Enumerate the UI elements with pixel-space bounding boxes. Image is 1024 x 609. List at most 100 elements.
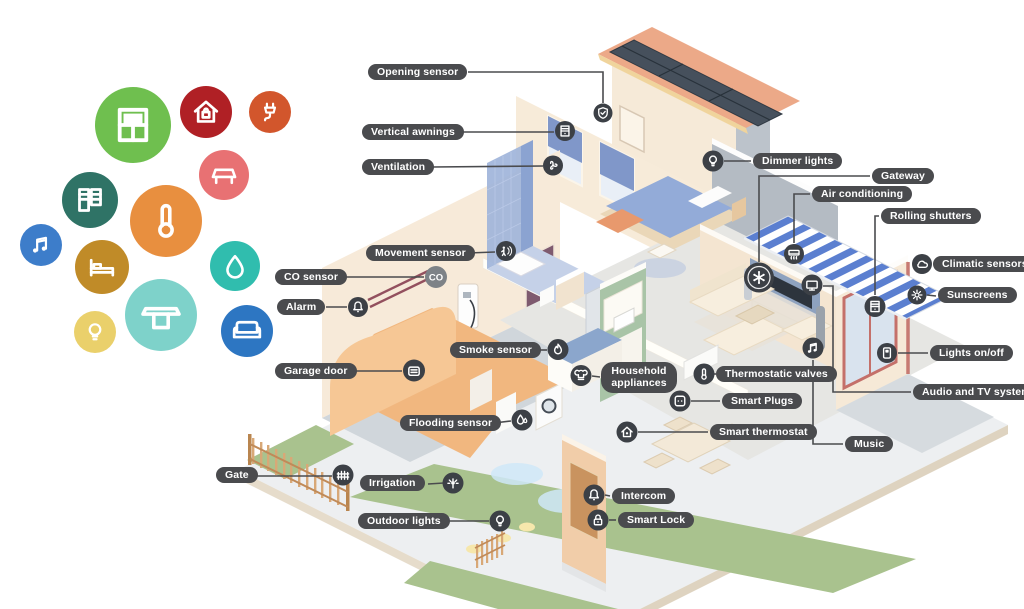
connector-irrigation [427,482,445,485]
gateway-dot[interactable] [744,262,774,293]
label-dimmer-lights[interactable]: Dimmer lights [753,153,843,169]
label-outdoor-lights[interactable]: Outdoor lights [358,513,450,529]
device-dots: CO [332,103,932,532]
label-text: Intercom [621,490,667,502]
label-ventilation[interactable]: Ventilation [362,159,435,175]
label-text: Gateway [881,170,925,182]
cluster-living-room[interactable] [221,305,273,357]
climatic-sensors-dot[interactable] [912,254,932,274]
sunscreens-dot[interactable] [907,285,927,305]
label-text: Opening sensor [377,66,459,78]
connector-sunscreens [926,294,937,297]
label-text: Smart Lock [627,514,686,526]
cluster-lighting[interactable] [74,311,116,353]
cluster-canopy[interactable] [125,279,197,351]
laundry [470,369,563,434]
movement-sensor-dot[interactable] [496,241,516,261]
connector-intercom [604,494,611,497]
connector-gateway [758,175,870,262]
label-gateway[interactable]: Gateway [872,168,934,184]
cluster-bedroom[interactable] [75,240,129,294]
label-text: Music [854,438,885,450]
smart-thermostat-dot[interactable] [616,421,638,443]
label-text: Lights on/off [939,347,1004,359]
outdoor-lights-dot[interactable] [489,510,511,532]
household-appliances-dot[interactable] [570,365,592,386]
music-dot[interactable] [802,337,824,359]
fence [248,434,350,511]
label-text: Ventilation [371,161,426,173]
air-conditioning-dot[interactable] [784,244,804,264]
label-text: Climatic sensors [942,258,1024,270]
smart-plugs-dot[interactable] [669,390,691,412]
ventilation-dot[interactable] [543,155,563,176]
label-smart-plugs[interactable]: Smart Plugs [722,393,803,409]
label-text: Garage door [284,365,348,377]
co-sensor-dot[interactable]: CO [425,266,447,288]
thermostatic-valves-dot[interactable] [693,363,715,385]
cluster-blinds[interactable] [62,172,118,228]
label-air-conditioning[interactable]: Air conditioning [812,186,913,202]
label-garage-door[interactable]: Garage door [275,363,357,379]
cluster-heating[interactable] [130,185,202,257]
label-text: Rolling shutters [890,210,972,222]
connector-audio-tv [823,285,911,393]
audio-tv-dot[interactable] [801,274,823,296]
connector-air-conditioning [793,193,810,243]
dimmer-lights-dot[interactable] [702,150,724,172]
alarm-dot[interactable] [348,297,368,317]
smoke-sensor-dot[interactable] [547,339,569,360]
label-intercom[interactable]: Intercom [612,488,676,504]
label-text: Smart thermostat [719,426,808,438]
co-badge: CO [429,272,443,283]
label-audio-tv-system[interactable]: Audio and TV system [913,384,1024,400]
label-smart-lock[interactable]: Smart Lock [618,512,695,528]
label-smoke-sensor[interactable]: Smoke sensor [450,342,541,358]
label-movement-sensor[interactable]: Movement sensor [366,245,475,261]
lights-on-off-dot[interactable] [877,343,897,363]
garden-gate [474,531,506,568]
label-opening-sensor[interactable]: Opening sensor [368,64,468,80]
opening-sensor-dot[interactable] [593,103,613,123]
label-thermostatic-valves[interactable]: Thermostatic valves [716,366,837,382]
label-text: Flooding sensor [409,417,493,429]
intercom-dot[interactable] [583,484,605,506]
label-co-sensor[interactable]: CO sensor [275,269,347,285]
label-household-appliances[interactable]: Household appliances [601,362,677,393]
connector-opening-sensor [468,71,604,103]
cluster-awnings[interactable] [199,150,249,200]
label-text: Gate [225,469,249,481]
gate-dot[interactable] [332,464,354,486]
label-text: Movement sensor [375,247,466,259]
label-text: Dimmer lights [762,155,834,167]
flooding-sensor-dot[interactable] [511,409,533,431]
connector-ventilation [431,165,544,168]
label-irrigation[interactable]: Irrigation [360,475,425,491]
label-smart-thermostat[interactable]: Smart thermostat [710,424,817,440]
label-sunscreens[interactable]: Sunscreens [938,287,1017,303]
label-rolling-shutters[interactable]: Rolling shutters [881,208,981,224]
label-flooding-sensor[interactable]: Flooding sensor [400,415,502,431]
label-alarm[interactable]: Alarm [277,299,326,315]
vertical-awnings-dot[interactable] [555,121,575,141]
living-room [683,224,836,381]
label-vertical-awnings[interactable]: Vertical awnings [362,124,464,140]
label-text: Outdoor lights [367,515,441,527]
cluster-home-security[interactable] [180,86,232,138]
bathroom [486,140,607,310]
garage-door-dot[interactable] [403,359,425,382]
cluster-water[interactable] [210,241,260,291]
cluster-smart-plug[interactable] [249,91,291,133]
irrigation-dot[interactable] [442,472,464,494]
smart-lock-dot[interactable] [587,509,609,531]
cluster-window-shutters[interactable] [95,87,171,163]
label-lights-on-off[interactable]: Lights on/off [930,345,1013,361]
label-music[interactable]: Music [845,436,894,452]
connector-household-appliances [591,375,601,378]
label-gate[interactable]: Gate [216,467,258,483]
label-climatic-sensors[interactable]: Climatic sensors [933,256,1024,272]
rolling-shutters-dot[interactable] [864,296,886,317]
cluster-music[interactable] [20,224,62,266]
